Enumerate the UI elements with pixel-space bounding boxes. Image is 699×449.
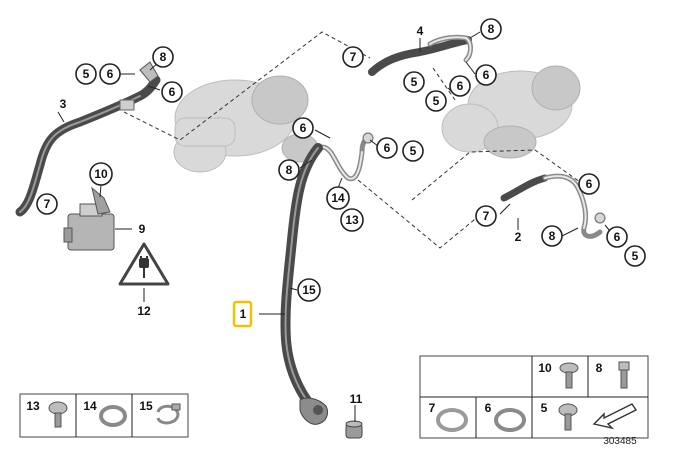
callout-2[interactable]: 2 — [515, 230, 522, 244]
svg-text:15: 15 — [302, 283, 316, 297]
svg-text:14: 14 — [331, 191, 345, 205]
callout-11[interactable]: 11 — [350, 392, 363, 406]
callout-6b[interactable]: 6 — [161, 81, 183, 103]
svg-text:6: 6 — [614, 230, 621, 244]
legend-item-5[interactable]: 5 — [541, 401, 578, 431]
turbocharger-right-ghost — [441, 65, 581, 159]
svg-text:5: 5 — [541, 401, 548, 415]
svg-text:8: 8 — [549, 229, 556, 243]
callout-6a[interactable]: 6 — [99, 63, 121, 85]
svg-text:8: 8 — [160, 50, 167, 64]
svg-text:8: 8 — [596, 361, 603, 375]
callout-7a[interactable]: 7 — [36, 193, 58, 215]
callout-8b[interactable]: 8 — [480, 18, 502, 40]
callout-6d[interactable]: 6 — [449, 75, 471, 97]
connector-11 — [345, 420, 363, 439]
callout-13-main[interactable]: 13 — [340, 208, 364, 232]
svg-text:5: 5 — [410, 144, 417, 158]
legend-right: 10 8 7 6 5 — [419, 355, 649, 439]
callout-5a[interactable]: 5 — [75, 63, 97, 85]
legend-item-13[interactable]: 13 — [26, 399, 68, 428]
callout-5b[interactable]: 5 — [403, 71, 425, 93]
svg-text:7: 7 — [350, 50, 357, 64]
callout-1[interactable]: 1 — [232, 300, 253, 328]
callout-9[interactable]: 9 — [139, 222, 146, 236]
svg-text:5: 5 — [411, 75, 418, 89]
coolant-hose-3 — [15, 61, 161, 217]
svg-text:6: 6 — [384, 141, 391, 155]
callout-5d[interactable]: 5 — [402, 140, 424, 162]
legend-item-10[interactable]: 10 — [538, 361, 579, 389]
sensor-bracket-9 — [63, 186, 115, 251]
callout-5e[interactable]: 5 — [624, 245, 646, 267]
svg-text:10: 10 — [538, 361, 552, 375]
legend-item-7[interactable]: 7 — [429, 401, 468, 432]
svg-text:10: 10 — [94, 167, 108, 181]
svg-text:8: 8 — [286, 163, 293, 177]
svg-text:6: 6 — [485, 401, 492, 415]
callout-14[interactable]: 14 — [326, 186, 350, 210]
svg-text:6: 6 — [457, 79, 464, 93]
svg-text:13: 13 — [26, 399, 40, 413]
callout-5c[interactable]: 5 — [425, 90, 447, 112]
legend-item-15[interactable]: 15 — [139, 399, 181, 425]
svg-text:6: 6 — [169, 85, 176, 99]
callout-8c[interactable]: 8 — [278, 159, 300, 181]
coolant-hose-1 — [280, 143, 329, 425]
callout-6h[interactable]: 6 — [606, 226, 628, 248]
svg-text:5: 5 — [83, 67, 90, 81]
svg-text:6: 6 — [107, 67, 114, 81]
svg-text:6: 6 — [586, 177, 593, 191]
diagram-number: 303485 — [603, 436, 637, 447]
callout-6e[interactable]: 6 — [292, 117, 314, 139]
callout-3[interactable]: 3 — [60, 97, 67, 111]
legend-item-8[interactable]: 8 — [596, 361, 630, 389]
callout-15[interactable]: 15 — [297, 278, 321, 302]
callout-6f[interactable]: 6 — [376, 137, 398, 159]
coolant-pipe-14 — [309, 132, 374, 182]
svg-text:6: 6 — [483, 68, 490, 82]
svg-text:13: 13 — [345, 213, 359, 227]
callout-12[interactable]: 12 — [137, 304, 151, 318]
dashed-reference-lines — [123, 31, 581, 249]
callout-4[interactable]: 4 — [417, 24, 424, 38]
svg-text:7: 7 — [483, 209, 490, 223]
callout-7c[interactable]: 7 — [475, 205, 497, 227]
coolant-hose-4 — [368, 34, 473, 76]
legend-left: 13 14 15 — [19, 393, 189, 438]
svg-text:7: 7 — [429, 401, 436, 415]
svg-text:1: 1 — [240, 307, 247, 321]
electrical-warning-icon — [118, 242, 170, 286]
callout-10[interactable]: 10 — [89, 162, 113, 186]
turbocharger-left-ghost — [173, 75, 319, 173]
svg-text:5: 5 — [433, 94, 440, 108]
svg-text:14: 14 — [83, 399, 97, 413]
svg-text:5: 5 — [632, 249, 639, 263]
svg-text:7: 7 — [44, 197, 51, 211]
arrow-icon — [592, 403, 638, 430]
svg-text:8: 8 — [488, 22, 495, 36]
callout-7b[interactable]: 7 — [342, 46, 364, 68]
callout-6c[interactable]: 6 — [475, 64, 497, 86]
callout-8d[interactable]: 8 — [541, 225, 563, 247]
svg-text:6: 6 — [300, 121, 307, 135]
callout-6g[interactable]: 6 — [578, 173, 600, 195]
legend-item-14[interactable]: 14 — [83, 399, 127, 427]
legend-item-6[interactable]: 6 — [485, 401, 526, 432]
svg-text:15: 15 — [139, 399, 153, 413]
coolant-pipe-2 — [500, 173, 606, 239]
callout-8a[interactable]: 8 — [152, 46, 174, 68]
